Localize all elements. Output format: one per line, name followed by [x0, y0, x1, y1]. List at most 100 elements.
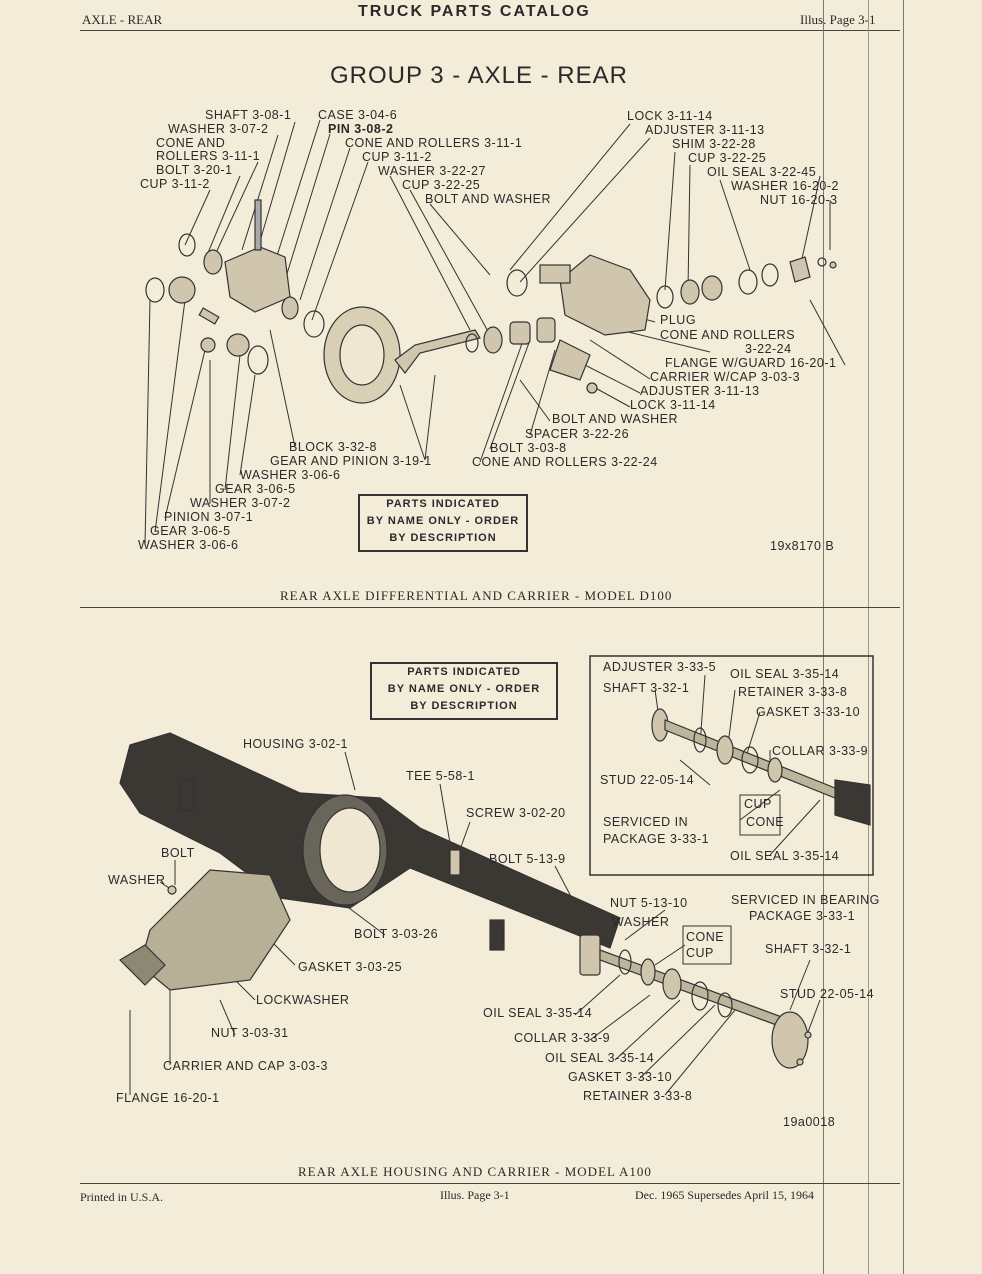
print-note: Printed in U.S.A. — [80, 1190, 164, 1204]
note-line: PARTS INDICATED — [386, 498, 500, 510]
part-label: SHAFT 3-08-1 — [205, 108, 292, 122]
part-label: TEE 5-58-1 — [406, 769, 475, 783]
part-label: COLLAR 3-33-9 — [514, 1031, 611, 1045]
part-label: HOUSING 3-02-1 — [243, 737, 348, 751]
part-label: CARRIER W/CAP 3-03-3 — [650, 370, 801, 384]
part-label: STUD 22-05-14 — [780, 987, 875, 1001]
catalog-title: TRUCK PARTS CATALOG — [358, 3, 591, 20]
part-label: ADJUSTER 3-11-13 — [645, 123, 765, 137]
part-label: BOLT AND WASHER — [425, 192, 552, 206]
part-label: 3-22-24 — [745, 342, 792, 356]
part-label: WASHER — [612, 915, 670, 929]
part-label: CUP — [686, 946, 714, 960]
part-label: BOLT AND WASHER — [552, 412, 679, 426]
part-label: NUT 5-13-10 — [610, 896, 688, 910]
part-label: BOLT 3-03-8 — [490, 441, 567, 455]
note-line: PARTS INDICATED — [407, 666, 521, 678]
part-label: OIL SEAL 3-35-14 — [730, 667, 840, 681]
part-label: LOCKWASHER — [256, 993, 350, 1007]
part-label: LOCK 3-11-14 — [627, 109, 713, 123]
part-label: BOLT 5-13-9 — [489, 852, 566, 866]
margin-rule — [823, 0, 824, 1274]
part-label: WASHER 3-06-6 — [138, 538, 239, 552]
part-label: WASHER 3-06-6 — [240, 468, 341, 482]
part-label: CONE — [686, 930, 725, 944]
part-label: CUP 3-22-25 — [688, 151, 767, 165]
part-label: WASHER 3-07-2 — [168, 122, 269, 136]
diagram-caption: REAR AXLE HOUSING AND CARRIER - MODEL A1… — [298, 1164, 652, 1179]
part-label: CONE AND ROLLERS 3-22-24 — [472, 455, 658, 469]
part-label: STUD 22-05-14 — [600, 773, 695, 787]
part-label: PLUG — [660, 313, 697, 327]
part-label: GEAR 3-06-5 — [150, 524, 231, 538]
part-label: NUT 3-03-31 — [211, 1026, 289, 1040]
header-rule — [80, 30, 900, 31]
part-label: SCREW 3-02-20 — [466, 806, 566, 820]
part-label: BOLT — [161, 846, 195, 860]
note-line: BY DESCRIPTION — [410, 700, 518, 712]
part-label: CONE AND ROLLERS — [660, 328, 796, 342]
part-label: CONE AND ROLLERS 3-11-1 — [345, 136, 523, 150]
part-label: OIL SEAL 3-35-14 — [545, 1051, 655, 1065]
part-label: COLLAR 3-33-9 — [772, 744, 869, 758]
note-line: BY DESCRIPTION — [389, 532, 497, 544]
margin-rule — [868, 0, 869, 1274]
part-label: RETAINER 3-33-8 — [738, 685, 848, 699]
part-label: CONE — [746, 815, 785, 829]
header-section: AXLE - REAR — [82, 12, 163, 27]
note-line: BY NAME ONLY - ORDER — [366, 515, 520, 527]
part-label: CUP — [744, 797, 772, 811]
part-label: CUP 3-11-2 — [362, 150, 432, 164]
figure-id: 19a0018 — [783, 1115, 836, 1129]
part-label: BOLT 3-03-26 — [354, 927, 439, 941]
part-label: CARRIER AND CAP 3-03-3 — [163, 1059, 328, 1073]
part-label: SHIM 3-22-28 — [672, 137, 756, 151]
part-label: ROLLERS 3-11-1 — [156, 149, 261, 163]
part-label: CASE 3-04-6 — [318, 108, 398, 122]
part-label: SERVICED IN BEARING — [731, 893, 880, 907]
footer-rule — [80, 1183, 900, 1184]
part-label: BLOCK 3-32-8 — [289, 440, 377, 454]
order-note-box: PARTS INDICATED BY NAME ONLY - ORDER BY … — [358, 494, 528, 552]
order-note-box: PARTS INDICATED BY NAME ONLY - ORDER BY … — [370, 662, 558, 720]
part-label: SHAFT 3-32-1 — [765, 942, 852, 956]
section-rule — [80, 607, 900, 608]
part-label: OIL SEAL 3-35-14 — [483, 1006, 593, 1020]
part-label: PACKAGE 3-33-1 — [603, 832, 710, 846]
part-label: BOLT 3-20-1 — [156, 163, 233, 177]
part-label: WASHER 16-20-2 — [731, 179, 839, 193]
figure-id: 19x8170 B — [770, 539, 835, 553]
part-label: SHAFT 3-32-1 — [603, 681, 690, 695]
part-label: PIN 3-08-2 — [328, 122, 394, 136]
part-label: GASKET 3-03-25 — [298, 960, 403, 974]
diagram-caption: REAR AXLE DIFFERENTIAL AND CARRIER - MOD… — [280, 588, 673, 603]
part-label: PINION 3-07-1 — [164, 510, 254, 524]
part-label: OIL SEAL 3-35-14 — [730, 849, 840, 863]
part-label: CUP 3-22-25 — [402, 178, 481, 192]
part-label: CUP 3-11-2 — [140, 177, 210, 191]
part-label: GASKET 3-33-10 — [568, 1070, 673, 1084]
part-label: RETAINER 3-33-8 — [583, 1089, 693, 1103]
part-label: WASHER — [108, 873, 166, 887]
part-label: SERVICED IN — [603, 815, 689, 829]
part-label: WASHER 3-22-27 — [378, 164, 486, 178]
part-label: FLANGE W/GUARD 16-20-1 — [665, 356, 837, 370]
part-label: CONE AND — [156, 136, 226, 150]
part-label: LOCK 3-11-14 — [630, 398, 716, 412]
page-ref: Illus. Page 3-1 — [800, 12, 876, 27]
part-label: ADJUSTER 3-11-13 — [640, 384, 760, 398]
part-label: NUT 16-20-3 — [760, 193, 838, 207]
group-title: GROUP 3 - AXLE - REAR — [330, 62, 628, 89]
part-label: ADJUSTER 3-33-5 — [603, 660, 717, 674]
part-label: GEAR 3-06-5 — [215, 482, 296, 496]
part-label: OIL SEAL 3-22-45 — [707, 165, 817, 179]
part-label: FLANGE 16-20-1 — [116, 1091, 220, 1105]
margin-rule — [903, 0, 904, 1274]
part-label: GEAR AND PINION 3-19-1 — [270, 454, 432, 468]
part-label: PACKAGE 3-33-1 — [749, 909, 856, 923]
part-label: SPACER 3-22-26 — [525, 427, 630, 441]
page-ref-footer: Illus. Page 3-1 — [440, 1188, 510, 1202]
revision-date: Dec. 1965 Supersedes April 15, 1964 — [635, 1188, 814, 1202]
note-line: BY NAME ONLY - ORDER — [387, 683, 541, 695]
